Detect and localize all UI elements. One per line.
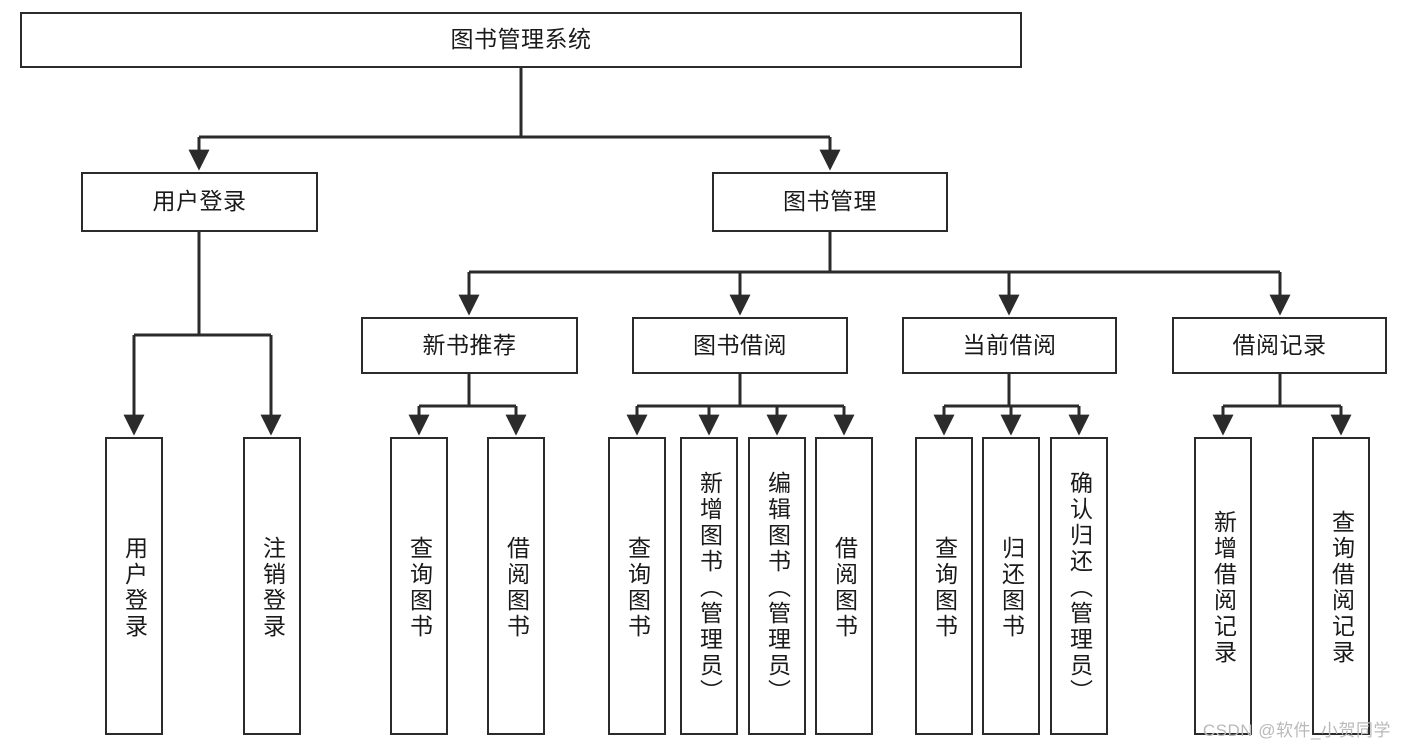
node-leaf-borrow-book-1[interactable]: 借阅图书 bbox=[487, 437, 545, 735]
node-new-book-recommend-label: 新书推荐 bbox=[422, 331, 517, 358]
node-leaf-add-record-label: 新增借阅记录 bbox=[1210, 510, 1237, 666]
node-book-borrow-label: 图书借阅 bbox=[693, 331, 787, 358]
node-leaf-edit-book-label: 编辑图书（管理员） bbox=[764, 471, 791, 705]
node-root[interactable]: 图书管理系统 bbox=[20, 12, 1022, 68]
node-leaf-logout-login[interactable]: 注销登录 bbox=[243, 437, 301, 735]
node-book-borrow[interactable]: 图书借阅 bbox=[632, 317, 848, 374]
node-leaf-query-book-3[interactable]: 查询图书 bbox=[915, 437, 973, 735]
node-leaf-confirm-return-label: 确认归还（管理员） bbox=[1066, 471, 1093, 705]
node-leaf-query-record[interactable]: 查询借阅记录 bbox=[1312, 437, 1370, 735]
node-leaf-borrow-book-2[interactable]: 借阅图书 bbox=[815, 437, 873, 735]
node-leaf-logout-login-label: 注销登录 bbox=[259, 536, 286, 640]
node-leaf-return-book[interactable]: 归还图书 bbox=[982, 437, 1040, 735]
node-leaf-query-record-label: 查询借阅记录 bbox=[1328, 510, 1355, 666]
node-leaf-add-record[interactable]: 新增借阅记录 bbox=[1194, 437, 1252, 735]
node-borrow-record[interactable]: 借阅记录 bbox=[1172, 317, 1387, 374]
node-leaf-query-book-3-label: 查询图书 bbox=[931, 536, 958, 640]
node-book-management[interactable]: 图书管理 bbox=[712, 172, 948, 232]
node-book-management-label: 图书管理 bbox=[783, 188, 877, 215]
node-leaf-borrow-book-2-label: 借阅图书 bbox=[831, 536, 858, 640]
node-user-login-label: 用户登录 bbox=[152, 188, 247, 215]
node-leaf-query-book-1[interactable]: 查询图书 bbox=[390, 437, 448, 735]
node-leaf-query-book-1-label: 查询图书 bbox=[406, 536, 433, 640]
node-root-label: 图书管理系统 bbox=[450, 26, 592, 53]
node-borrow-record-label: 借阅记录 bbox=[1232, 331, 1327, 358]
node-leaf-user-login[interactable]: 用户登录 bbox=[105, 437, 163, 735]
node-leaf-add-book[interactable]: 新增图书（管理员） bbox=[680, 437, 738, 735]
node-leaf-borrow-book-1-label: 借阅图书 bbox=[503, 536, 530, 640]
node-current-borrow-label: 当前借阅 bbox=[962, 331, 1057, 358]
node-leaf-query-book-2[interactable]: 查询图书 bbox=[608, 437, 666, 735]
node-new-book-recommend[interactable]: 新书推荐 bbox=[361, 317, 578, 374]
node-leaf-edit-book[interactable]: 编辑图书（管理员） bbox=[748, 437, 806, 735]
watermark: CSDN @软件_小贺同学 bbox=[1202, 721, 1391, 740]
node-user-login[interactable]: 用户登录 bbox=[81, 172, 318, 232]
node-leaf-user-login-label: 用户登录 bbox=[121, 536, 148, 640]
node-leaf-return-book-label: 归还图书 bbox=[998, 536, 1025, 640]
node-current-borrow[interactable]: 当前借阅 bbox=[902, 317, 1117, 374]
node-leaf-add-book-label: 新增图书（管理员） bbox=[696, 471, 723, 705]
node-leaf-query-book-2-label: 查询图书 bbox=[624, 536, 651, 640]
node-leaf-confirm-return[interactable]: 确认归还（管理员） bbox=[1050, 437, 1108, 735]
